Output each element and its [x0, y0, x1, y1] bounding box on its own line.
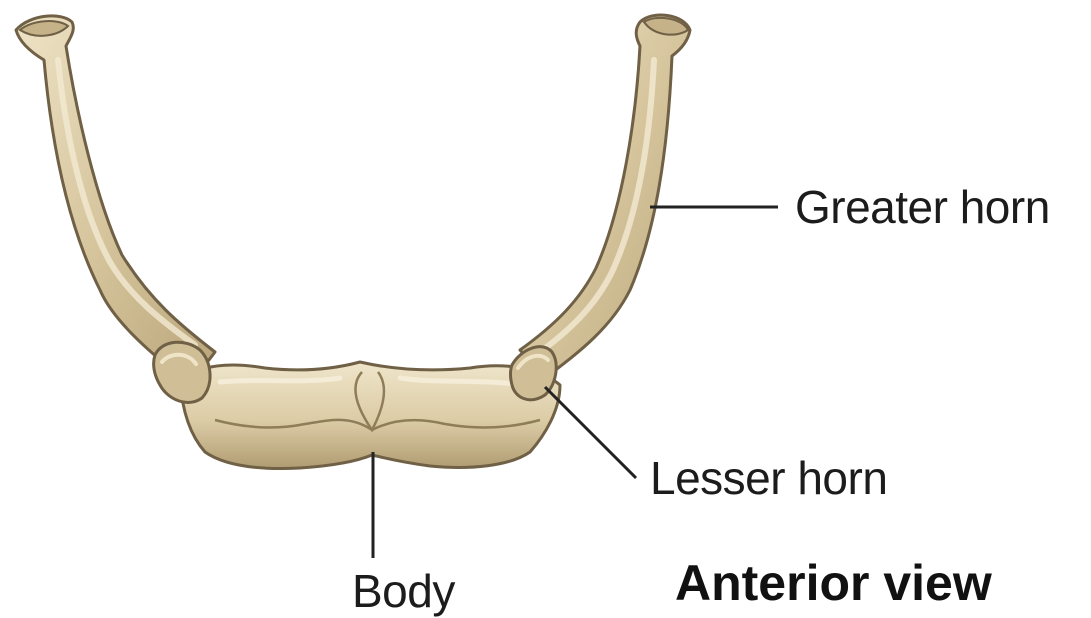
body-label: Body	[352, 568, 455, 614]
view-title: Anterior view	[675, 558, 992, 608]
right-greater-horn	[520, 15, 690, 378]
lesser-horn-leader-line	[545, 387, 636, 478]
left-greater-horn	[16, 16, 215, 385]
greater-horn-label: Greater horn	[795, 184, 1050, 230]
lesser-horn-label: Lesser horn	[650, 455, 887, 501]
hyoid-body	[180, 362, 560, 468]
left-lesser-horn	[154, 342, 210, 402]
